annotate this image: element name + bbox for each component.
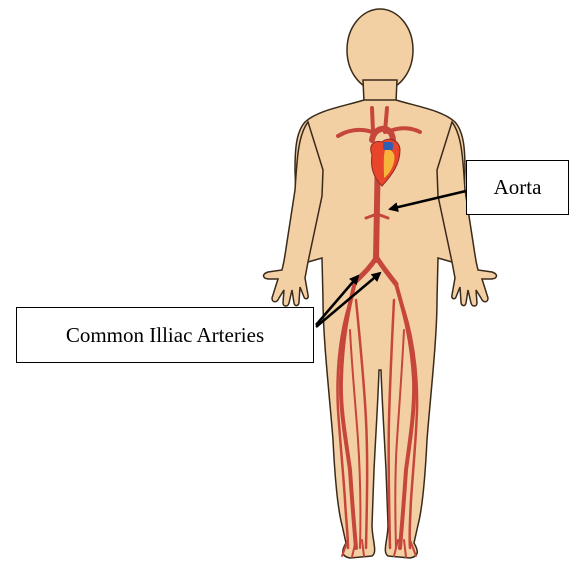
aorta-label: Aorta	[494, 175, 542, 200]
neck	[363, 80, 397, 102]
left-arm	[264, 122, 324, 306]
human-body-figure	[264, 9, 497, 558]
head	[347, 9, 413, 91]
common-iliac-label-box: Common Illiac Arteries	[16, 307, 314, 363]
carotid-artery-left	[372, 108, 373, 132]
common-iliac-label: Common Illiac Arteries	[66, 323, 264, 348]
vena-cava	[383, 142, 393, 150]
aorta-label-box: Aorta	[466, 160, 569, 215]
